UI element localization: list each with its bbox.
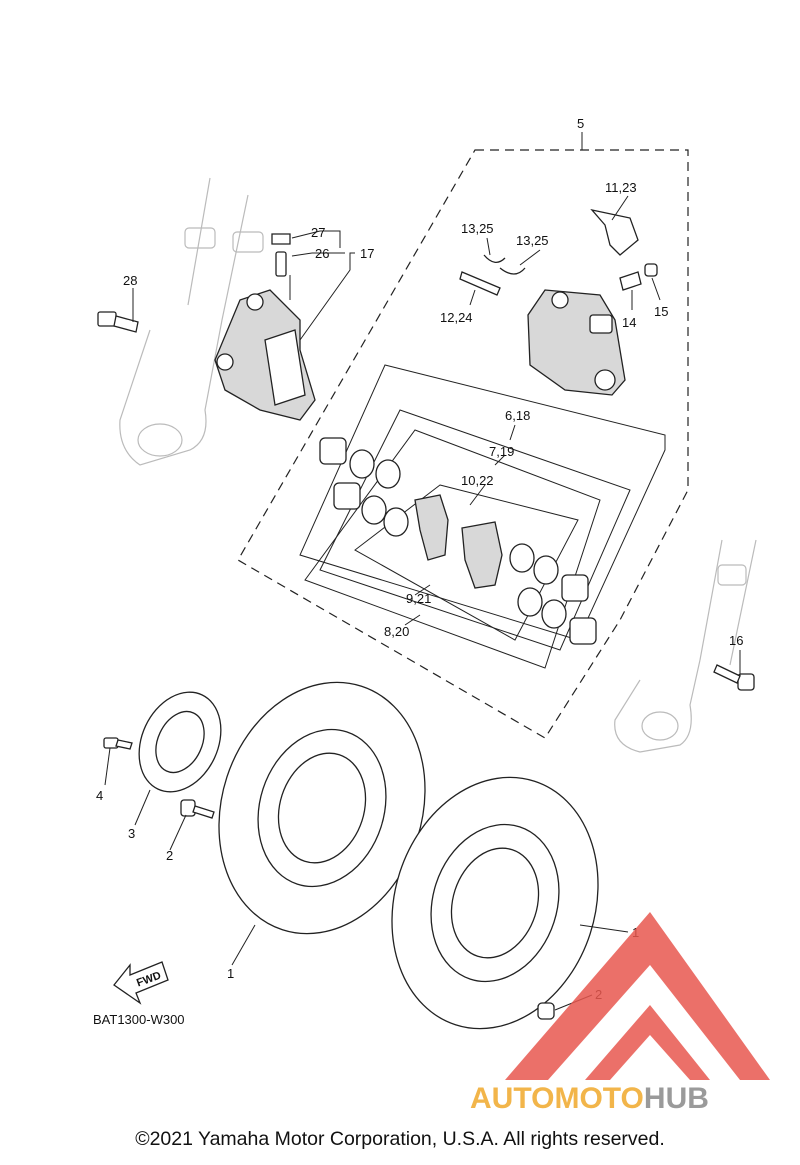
left-fork-leg bbox=[119, 177, 264, 466]
callout-6-18: 6,18 bbox=[505, 408, 530, 423]
bolt-28 bbox=[97, 311, 139, 333]
callout-7-19: 7,19 bbox=[489, 444, 514, 459]
watermark-text-part1: AUTOMOTO bbox=[470, 1082, 644, 1115]
pad-spring-clip bbox=[590, 208, 639, 256]
callout-5: 5 bbox=[577, 116, 584, 131]
diagram-code: BAT1300-W300 bbox=[93, 1012, 185, 1027]
callout-12-24: 12,24 bbox=[440, 310, 473, 325]
watermark-logo-icon bbox=[505, 912, 770, 1080]
pad-pin-12 bbox=[459, 271, 501, 296]
fwd-arrow: FWD bbox=[113, 961, 169, 1005]
left-bleeder bbox=[271, 233, 291, 277]
callout-28: 28 bbox=[123, 273, 137, 288]
callout-26: 26 bbox=[315, 246, 329, 261]
leader-lines bbox=[104, 132, 741, 1011]
callout-9-21: 9,21 bbox=[406, 591, 431, 606]
pistons-and-seals bbox=[319, 437, 597, 645]
bolt-16 bbox=[713, 664, 755, 691]
callout-16: 16 bbox=[729, 633, 743, 648]
bolt-4 bbox=[103, 737, 133, 750]
watermark-text: AUTOMOTOHUB bbox=[470, 1082, 709, 1116]
callout-8-20: 8,20 bbox=[384, 624, 409, 639]
caliper-assembly-boundary bbox=[237, 149, 689, 739]
bolt-2-left bbox=[180, 799, 215, 819]
right-fork-leg bbox=[614, 539, 757, 753]
callout-13-25-b: 13,25 bbox=[516, 233, 549, 248]
callout-27: 27 bbox=[311, 225, 325, 240]
brake-pads bbox=[414, 494, 503, 589]
bleeder-14-15 bbox=[619, 263, 658, 291]
callout-3: 3 bbox=[128, 826, 135, 841]
callout-2-left: 2 bbox=[166, 848, 173, 863]
callout-13-25-a: 13,25 bbox=[461, 221, 494, 236]
callout-11-23: 11,23 bbox=[605, 180, 637, 195]
callout-10-22: 10,22 bbox=[461, 473, 494, 488]
sensor-rotor bbox=[138, 691, 222, 793]
copyright-footer: ©2021 Yamaha Motor Corporation, U.S.A. A… bbox=[135, 1128, 665, 1150]
callout-1-left: 1 bbox=[227, 966, 234, 981]
callout-4: 4 bbox=[96, 788, 103, 803]
left-caliper bbox=[214, 289, 316, 421]
clips-13 bbox=[483, 254, 526, 275]
right-caliper bbox=[527, 289, 626, 396]
watermark-text-part2: HUB bbox=[643, 1082, 709, 1115]
callout-14: 14 bbox=[622, 315, 636, 330]
brake-disc-left bbox=[218, 681, 426, 935]
bolt-2-right bbox=[537, 1002, 555, 1020]
callout-17: 17 bbox=[360, 246, 374, 261]
brake-disc-right bbox=[391, 776, 599, 1030]
seal-kit-frames bbox=[299, 364, 666, 669]
callout-15: 15 bbox=[654, 304, 668, 319]
